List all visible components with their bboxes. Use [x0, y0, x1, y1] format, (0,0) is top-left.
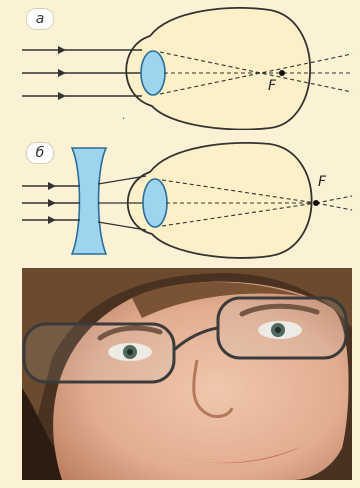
diagram-a-focus-label: F [268, 78, 276, 94]
eye-lens [143, 179, 167, 227]
focus-point [313, 200, 319, 206]
diagram-b: б F [0, 130, 360, 265]
incoming-rays [22, 50, 142, 96]
eye-lens [141, 51, 165, 95]
diagram-a-label: а [26, 8, 54, 30]
ray-arrows [58, 46, 66, 100]
diagram-b-label: б [26, 142, 54, 164]
diagram-a-svg: · [0, 0, 360, 130]
photo-illustration [22, 268, 352, 480]
concave-lens [72, 148, 106, 254]
diagram-b-focus-label: F [318, 174, 326, 190]
focus-point [279, 70, 285, 76]
diagram-a: · а F [0, 0, 360, 130]
ray-arrows [48, 182, 56, 224]
svg-text:·: · [122, 114, 125, 125]
photo-woman-with-glasses [22, 268, 352, 480]
diagram-b-svg [0, 130, 360, 265]
